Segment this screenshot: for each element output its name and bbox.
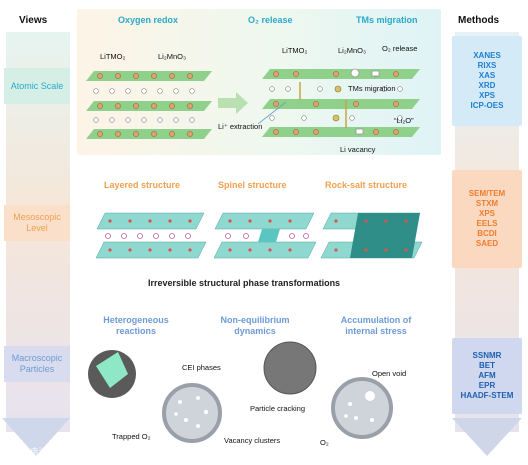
method-xps-meso: XPS — [478, 209, 495, 218]
label-particle-cracking: Particle cracking — [250, 404, 306, 413]
label-li-extraction: Li⁺ extraction — [218, 122, 263, 131]
methods-header: Methods — [458, 15, 500, 26]
method-ssnmr: SSNMR — [472, 351, 502, 360]
layered-structure-lattice — [95, 212, 207, 259]
right-layered-lattice — [257, 68, 420, 137]
label-li2mno3-right: Li₂MnO₃ — [338, 46, 367, 55]
views-arrow-head — [2, 418, 70, 456]
label-trapped-o2: Trapped O₂ — [112, 432, 151, 441]
method-icp-oes: ICP-OES — [470, 101, 504, 110]
cei-particle-left — [162, 383, 222, 443]
spinel-structure-lattice — [213, 212, 317, 259]
title-layered-structure: Layered structure — [104, 180, 181, 190]
method-rixs: RIXS — [477, 61, 497, 70]
label-vacancy-clusters: Vacancy clusters — [224, 436, 281, 445]
phase-transformation-caption: Irreversible structural phase transforma… — [148, 278, 341, 288]
methods-meso-box: SEM/TEM STXM XPS EELS BCDI SAED — [452, 170, 522, 268]
heterogeneous-particle — [88, 350, 136, 398]
title-tms-migration: TMs migration — [356, 15, 418, 25]
label-o2-release: O₂ release — [382, 44, 418, 53]
title-rock-salt-structure: Rock-salt structure — [325, 180, 408, 190]
method-eels: EELS — [476, 219, 498, 228]
title-accumulation-of-internal-stress: Accumulation of internal stress — [340, 315, 412, 336]
label-open-void: Open void — [372, 369, 407, 378]
title-heterogeneous-reactions: Heterogeneous reactions — [103, 315, 169, 336]
views-header: Views — [19, 15, 48, 26]
label-cei-phases: CEI phases — [182, 363, 221, 372]
title-o2-release: O₂ release — [248, 15, 293, 25]
label-li2mno3-left: Li₂MnO₃ — [158, 52, 187, 61]
label-litmo2-left: LiTMO₂ — [100, 52, 126, 61]
label-li-vacancy: Li vacancy — [340, 145, 376, 154]
label-o2-bottom: O₂ — [320, 438, 329, 447]
methods-atomic-box: XANES RIXS XAS XRD XPS ICP-OES — [452, 36, 522, 126]
methods-arrow-head — [452, 418, 522, 456]
methods-macro-box: SSNMR BET AFM EPR HAADF-STEM — [452, 338, 522, 414]
method-afm: AFM — [478, 371, 496, 380]
level-macroscopic: Macroscopic Particles — [4, 346, 70, 382]
left-layered-lattice — [86, 71, 212, 139]
rock-salt-structure-lattice — [320, 212, 423, 259]
reaction-arrow — [218, 92, 248, 114]
void-particle-right — [331, 377, 393, 439]
method-xrd: XRD — [478, 81, 496, 90]
method-saed: SAED — [475, 239, 499, 248]
label-tms-migration: TMs migration — [348, 84, 396, 93]
cracked-particle — [263, 341, 317, 395]
method-epr: EPR — [478, 381, 496, 390]
watermark: 知乎 @电池人 — [4, 447, 55, 456]
label-li2o: “Li₂O” — [394, 116, 414, 125]
title-oxygen-redox: Oxygen redox — [118, 15, 179, 25]
method-haadf-stem: HAADF-STEM — [460, 391, 514, 400]
method-stxm: STXM — [475, 199, 499, 208]
method-xas: XAS — [478, 71, 496, 80]
method-xanes: XANES — [473, 51, 501, 60]
title-spinel-structure: Spinel structure — [218, 180, 287, 190]
label-litmo2-right: LiTMO₂ — [282, 46, 308, 55]
title-non-equilibrium-dynamics: Non-equilibrium dynamics — [220, 315, 290, 336]
level-atomic-scale: Atomic Scale — [4, 68, 70, 104]
method-sem-tem: SEM/TEM — [468, 189, 506, 198]
level-mesoscopic: Mesoscopic Level — [4, 205, 70, 241]
method-xps: XPS — [478, 91, 495, 100]
method-bcdi: BCDI — [477, 229, 497, 238]
method-bet: BET — [479, 361, 495, 370]
